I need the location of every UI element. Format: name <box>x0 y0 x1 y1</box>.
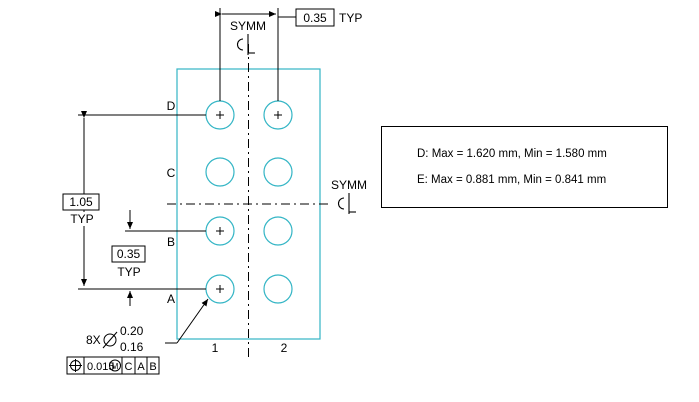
row-label-b: B <box>167 235 175 249</box>
pitch-y-suffix: TYP <box>117 265 140 279</box>
position-tolerance-icon <box>69 359 82 372</box>
row-label-d: D <box>167 99 176 113</box>
ball-b2 <box>263 216 293 246</box>
ball-diameter-min: 0.16 <box>120 340 144 354</box>
col-label-1: 1 <box>212 341 219 355</box>
total-pitch-box <box>62 193 100 211</box>
ball-callout-arrow <box>176 298 209 344</box>
pitch-x-box <box>295 8 335 27</box>
pitch-y-box <box>111 245 146 263</box>
total-pitch-value: 1.05 <box>69 195 93 209</box>
max-material-modifier-icon: M <box>109 359 121 372</box>
total-pitch-suffix: TYP <box>70 212 93 226</box>
datum-a: A <box>137 361 145 373</box>
svg-text:M: M <box>112 362 119 371</box>
tolerance-value: 0.015 <box>87 361 115 373</box>
row-leaders <box>78 114 206 290</box>
dimension-spec-box: D: Max = 1.620 mm, Min = 1.580 mm E: Max… <box>381 126 668 208</box>
pitch-x-value: 0.35 <box>303 11 327 25</box>
diameter-icon <box>102 331 118 349</box>
ball-c2 <box>263 157 293 187</box>
spec-line-d: D: Max = 1.620 mm, Min = 1.580 mm <box>417 148 607 160</box>
ball-a2 <box>263 274 293 304</box>
ball-center-marks <box>216 111 282 293</box>
row-label-a: A <box>167 292 175 306</box>
ball-diameter-max: 0.20 <box>120 324 144 338</box>
ball-count: 8X <box>86 333 101 347</box>
right-centerline-symbol <box>338 193 356 214</box>
ball-c1 <box>205 157 235 187</box>
right-symm-label: SYMM <box>331 178 367 192</box>
spec-line-e: E: Max = 0.881 mm, Min = 0.841 mm <box>417 174 607 186</box>
pitch-x-suffix: TYP <box>339 11 362 25</box>
datum-c: C <box>125 361 133 373</box>
feature-control-frame: 0.015 M C A B <box>66 356 160 375</box>
col-label-2: 2 <box>281 341 288 355</box>
row-label-c: C <box>167 166 176 180</box>
top-centerline-symbol <box>237 34 255 55</box>
top-symm-label: SYMM <box>230 19 266 33</box>
pitch-y-value: 0.35 <box>117 247 141 261</box>
datum-b: B <box>149 361 156 373</box>
top-pitch-dimension <box>215 8 296 101</box>
